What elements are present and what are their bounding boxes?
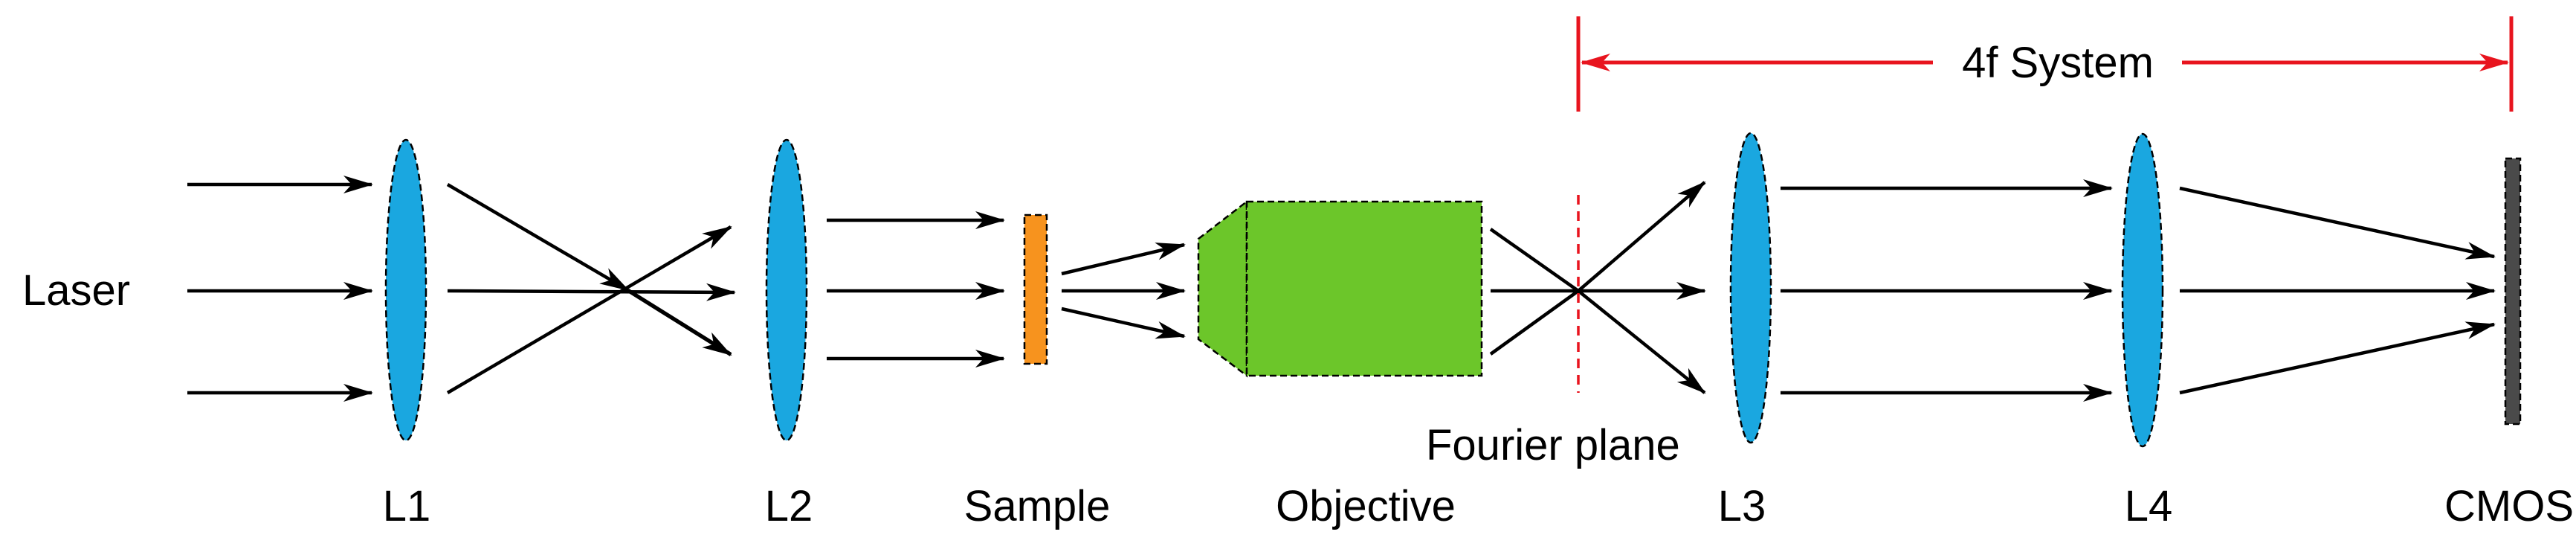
lens-l4-icon — [2121, 132, 2164, 448]
lens-l1-label: L1 — [383, 482, 431, 530]
objective-label: Objective — [1276, 482, 1456, 530]
lens-l2-icon — [765, 138, 808, 442]
ray-obj-up-out — [1577, 181, 1706, 292]
sample-to-objective-rays — [1061, 243, 1186, 339]
cmos-sensor-icon — [2504, 157, 2522, 426]
cmos-label: CMOS — [2444, 482, 2574, 530]
ray-obj-down-out — [1577, 289, 1706, 394]
fourier-plane-label: Fourier plane — [1426, 421, 1680, 469]
sample-label: Sample — [964, 482, 1111, 530]
ray-l1-top-cross — [446, 183, 630, 292]
objective-barrel — [1245, 200, 1483, 377]
ray-sample-top — [1061, 243, 1186, 276]
objective-nose — [1197, 199, 1248, 378]
l3-to-l4-rays — [1781, 179, 2113, 402]
four-f-system-bracket: 4f System — [1576, 16, 2514, 112]
l1-to-l2-rays — [446, 183, 736, 394]
ray-l1-bottom-cross — [446, 225, 732, 394]
ray-obj-top-in — [1489, 228, 1580, 292]
ray-sample-bottom — [1061, 307, 1186, 339]
lens-l1-icon — [384, 138, 427, 442]
l2-to-sample-rays — [827, 211, 1005, 368]
ray-obj-bottom-in — [1489, 289, 1580, 356]
lens-l4-label: L4 — [2125, 482, 2173, 530]
ray-l4-bottom — [2179, 321, 2496, 395]
laser-input-rays — [187, 176, 373, 402]
lens-l2-label: L2 — [765, 482, 813, 530]
objective-icon — [1197, 199, 1483, 378]
lens-l3-icon — [1729, 132, 1772, 444]
laser-label: Laser — [22, 266, 130, 315]
ray-l1-top-tail — [627, 289, 732, 356]
objective-to-l3-rays — [1489, 181, 1706, 394]
four-f-system-label: 4f System — [1962, 39, 2154, 87]
sample-slide-icon — [1023, 214, 1048, 365]
lens-l3-label: L3 — [1718, 482, 1766, 530]
ray-l1-middle — [447, 283, 736, 301]
l4-to-cmos-rays — [2179, 186, 2496, 395]
ray-l4-top — [2179, 186, 2496, 260]
